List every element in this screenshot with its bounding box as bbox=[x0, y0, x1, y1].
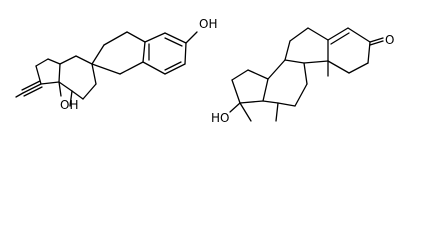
substituents-1 bbox=[15, 31, 198, 107]
structure-ethinyl-estradiol: OH OH bbox=[15, 17, 217, 112]
ring-b-2 bbox=[284, 27, 329, 64]
phenol-oh-label: OH bbox=[199, 17, 217, 31]
ring-c-1 bbox=[58, 55, 97, 100]
ketone-o-label: O bbox=[385, 33, 394, 47]
c17-oh-label-2: HO bbox=[211, 111, 229, 125]
structure-methyltestosterone: O HO bbox=[211, 27, 394, 125]
c17-oh-label-1: OH bbox=[60, 98, 78, 112]
ring-a-aromatic bbox=[142, 32, 187, 75]
ring-b-1 bbox=[91, 31, 146, 75]
substituents-2 bbox=[229, 37, 384, 122]
ring-d-1 bbox=[35, 58, 61, 85]
ring-a-enone bbox=[327, 27, 371, 74]
chemical-structures-canvas: OH OH bbox=[15, 17, 394, 125]
ring-c-2 bbox=[262, 59, 308, 107]
ring-d-2 bbox=[231, 69, 269, 104]
